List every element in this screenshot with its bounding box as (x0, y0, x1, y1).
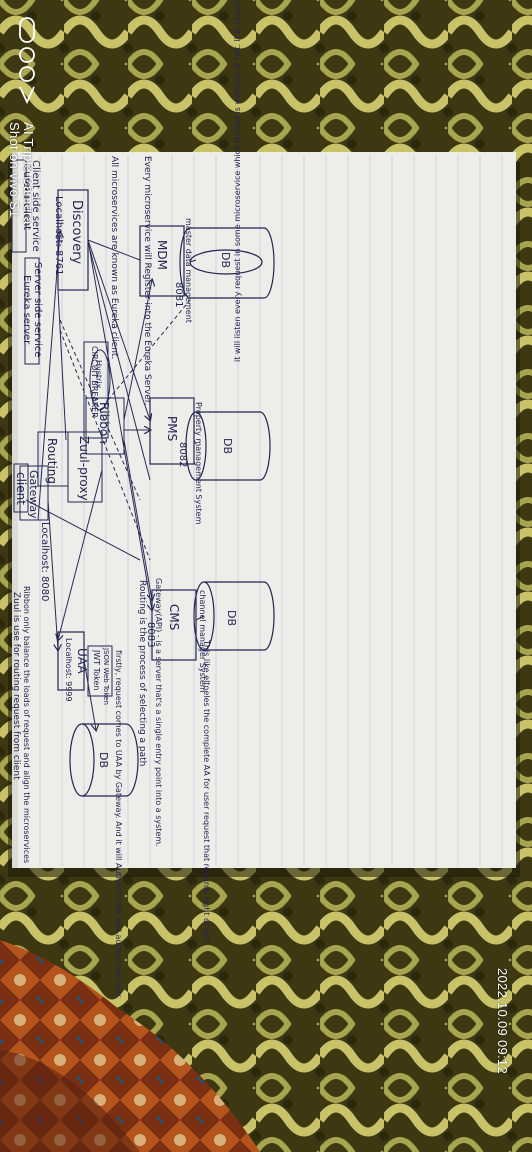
watermark-logo (19, 17, 35, 105)
mdm-label: MDM (155, 240, 169, 270)
localhost-8080-label: Localhost: 8080 (39, 522, 50, 602)
uaa-db-cylinder: DB (69, 723, 139, 797)
routing-label: Routing (45, 438, 59, 484)
uaa-note: firstly, request comes to UAA by Gateway… (114, 650, 123, 999)
register-note: Every microservice will Register into th… (142, 156, 152, 406)
uaa-label: UAA (75, 648, 89, 674)
cms-label: CMS (167, 604, 181, 630)
mdm-db-label: DB (219, 252, 232, 268)
pms-note: Property management System (194, 402, 203, 525)
ribbon-note: Ribbon only balance the loads of request… (22, 586, 31, 863)
microservices-note: All microservices are known as Eureka cl… (109, 156, 119, 359)
watermark-timestamp: 2022.10.09 09:12 (495, 968, 510, 1075)
port-8081-label: 8081 (173, 282, 184, 307)
watermark-camera: Shot on vivo S1 (7, 122, 22, 218)
gateway-note: Gateway(API) - is a server that's a sing… (154, 578, 163, 847)
json-web-token-label: JSON Web Token (102, 647, 110, 705)
zuul-note: Zuul is use for routing request from cli… (11, 592, 21, 780)
cms-db-label: DB (225, 610, 238, 626)
port-8082-label: 8082 (177, 442, 188, 467)
cms-note: This like eltoeles the complete AA for u… (202, 639, 211, 944)
port-8083-label: 8083 (145, 622, 156, 647)
pms-label: PMS (165, 416, 179, 441)
watermark-lens: AI Triple Camera (21, 122, 36, 225)
pms-db-label: DB (221, 438, 234, 454)
pms-db-cylinder: DB (185, 411, 271, 481)
hystrix-note: it will listen every request in some mic… (233, 0, 242, 362)
mdm-db-cylinder: DB (179, 227, 275, 299)
ribbon-label: Ribbon (97, 402, 111, 444)
circuit-breaker-label: CIRCUIT BREAKER (90, 346, 99, 418)
cms-desc: channel manager System (198, 590, 207, 693)
uaa-db-label: DB (97, 752, 110, 768)
handwritten-diagram: Eureka client Eureka server Client side … (11, 0, 275, 999)
client-label: client (14, 472, 28, 505)
routing-note: Routing is the process of selecting a pa… (137, 580, 147, 766)
mdm-note: master data management (184, 218, 193, 323)
client-side-service-label: Client side service (30, 160, 41, 252)
eureka-server-label: Eureka server (21, 275, 32, 345)
gateway-label: Gateway (27, 470, 40, 519)
hystrix-label: Hystrix (94, 360, 103, 389)
localhost-8761-label: Localhost: 8761 (53, 196, 64, 276)
server-side-service-label: Server side service (32, 262, 43, 357)
jwt-token-label: JWT Token (92, 649, 101, 690)
discovery-label: Discovery (69, 200, 84, 265)
localhost-9999-label: Localhost: 9999 (64, 638, 73, 702)
cms-db-cylinder: DB (193, 581, 275, 651)
zuul-proxy-label: Zuul-proxy (77, 436, 91, 501)
